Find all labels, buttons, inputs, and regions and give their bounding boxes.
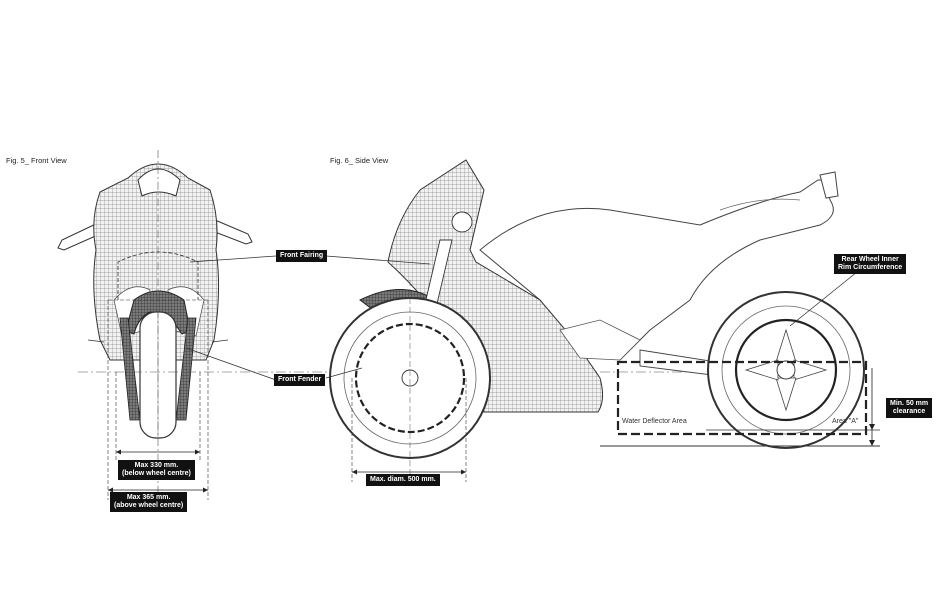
area-a-label: Area "A" [832, 418, 859, 425]
rear-rim-circle [734, 318, 838, 422]
right-handlebar [214, 219, 253, 245]
front-fairing-callout: Front Fairing [276, 250, 328, 262]
side-view-title: Fig. 6_ Side View [330, 156, 389, 165]
front-rim-dashed [354, 322, 466, 434]
water-deflector-label: Water Deflector Area [622, 418, 687, 425]
max-diameter-callout: Max. diam. 500 mm. [366, 474, 440, 486]
leader-lines [185, 255, 863, 381]
front-view-title: Fig. 5_ Front View [6, 156, 67, 165]
front-fender-callout: Front Fender [274, 374, 326, 386]
bike-body-outline [479, 179, 834, 361]
side-view [329, 159, 880, 482]
fork-right [175, 317, 197, 421]
min-clearance-callout: Min. 50 mm clearance [886, 398, 933, 418]
windscreen [137, 168, 181, 197]
front-view [57, 150, 830, 510]
max-365-callout: Max 365 mm. (above wheel centre) [110, 492, 188, 512]
rear-wheel-callout: Rear Wheel Inner Rim Circumference [834, 254, 907, 274]
water-deflector-area-box [616, 360, 868, 436]
max-330-callout: Max 330 mm. (below wheel centre) [118, 460, 195, 480]
